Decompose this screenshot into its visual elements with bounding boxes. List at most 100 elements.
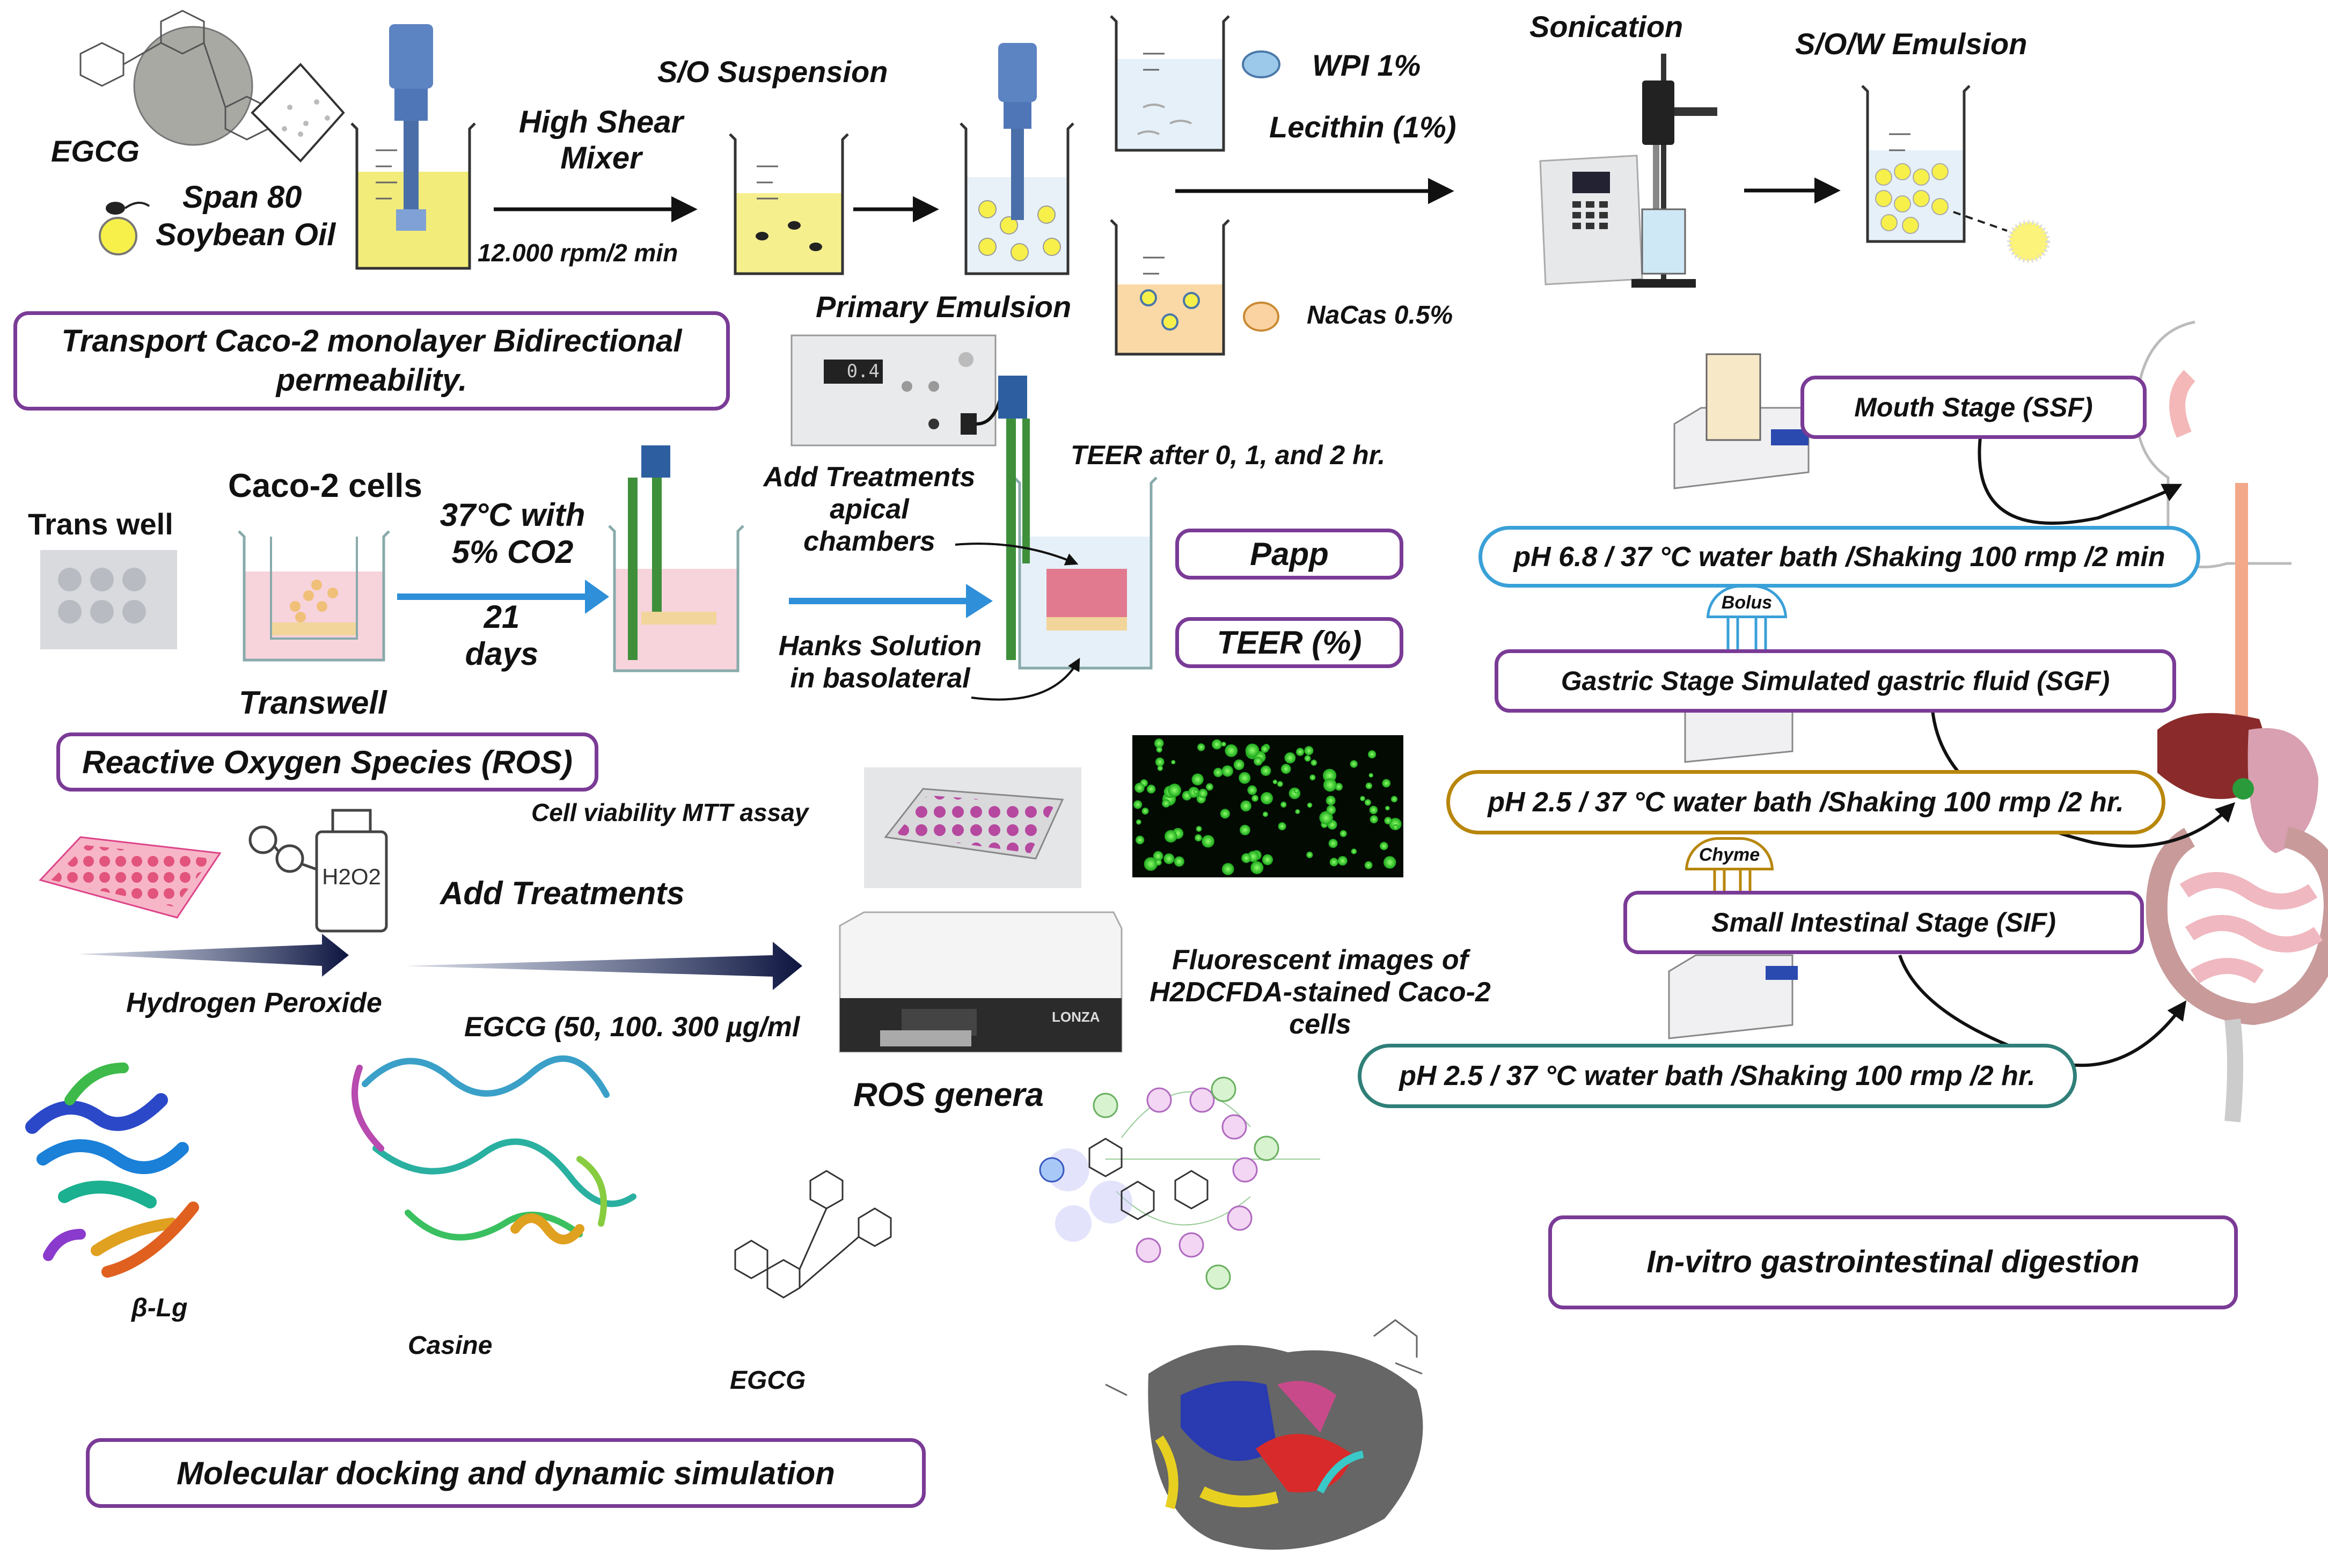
fluorescent-cell [1156,746,1162,753]
fluorescent-cell [1390,796,1398,803]
fluorescent-images-label: Fluorescent images of H2DCFDA-stained Ca… [1150,944,1491,1040]
fluorescent-cell [1153,851,1163,861]
fluorescent-cell [1221,742,1226,747]
fluorescent-cell [1254,757,1263,766]
fluorescent-cell [1251,795,1259,802]
arrow-add-treatments [405,942,802,990]
fluorescent-cell [1339,830,1347,837]
beaker-so-suspension [729,133,849,275]
fluorescent-cell [1213,767,1223,778]
papp-label: Papp [1250,536,1329,572]
wpi-label: WPI 1% [1312,48,1421,82]
arrow-apical [955,543,1079,566]
hydrogen-peroxide-label: Hydrogen Peroxide [126,987,382,1019]
fluorescent-cell [1262,811,1268,817]
fluorescent-cell [1326,795,1336,805]
egcg-structure-label: EGCG [730,1366,806,1395]
interaction-diagram [1039,1076,1320,1290]
fluorescent-cell [1294,788,1299,794]
fluorescent-cell [1350,760,1358,768]
fluorescent-cell [1141,808,1149,815]
teer-times-label: TEER after 0, 1, and 2 hr. [1071,440,1386,470]
powder-sachet [251,63,345,163]
transwell-plate-photo [40,550,177,649]
casine-label: Casine [408,1331,493,1360]
chyme-label: Chyme [1699,845,1760,865]
ros-genera-label: ROS genera [853,1076,1044,1113]
fluorescent-cell [1368,750,1377,759]
fluorescent-cell [1306,851,1313,859]
arrow-gastric [1930,702,2236,848]
digestion-title: In-vitro gastrointestinal digestion [1646,1244,2140,1280]
fluorescent-cell [1240,800,1251,812]
hanks-solution-label: Hanks Solution in basolateral [778,631,982,694]
water-bath-intestinal [1668,954,1798,1039]
h2o2-label: H2O2 [322,864,381,889]
fluorescent-cell [1171,760,1176,765]
h2o2-bottle [248,809,388,933]
fluorescent-cell [1385,805,1390,811]
chyme-chip: Chyme [1685,837,1774,870]
mouth-conditions: pH 6.8 / 37 °C water bath /Shaking 100 r… [1513,541,2165,573]
bolus-connector [1726,613,1767,654]
beta-lg-ribbon [25,1063,199,1278]
water-bath-mouth [1673,353,1810,489]
transport-title: Transport Caco-2 monolayer Bidirectional… [61,324,682,398]
sonication-label: Sonication [1529,10,1683,43]
transwell-teer-2 [998,376,1158,670]
fluorescent-cell [1307,802,1313,808]
fluorescent-cell [1304,746,1314,756]
fluorescent-cell [1319,811,1333,825]
fluorescent-cell [1278,822,1286,831]
casine-ribbon [352,1055,636,1244]
teer-display-value: 0.4 [846,361,880,382]
papp-box: Papp [1175,529,1403,580]
fluorescent-cell [1296,748,1305,756]
digestion-title-box: In-vitro gastrointestinal digestion [1548,1215,2238,1309]
fluorescent-cell [1262,854,1273,866]
fluorescent-cell [1393,824,1399,830]
egcg-structure [734,1170,892,1299]
ros-title-box: Reactive Oxygen Species (ROS) [56,732,598,792]
fluorescent-cell [1261,745,1269,753]
fluorescent-cell [1304,755,1311,762]
fluorescent-cell [1144,857,1158,871]
teer-box: TEER (%) [1175,617,1403,668]
fluorescent-cell [1245,743,1260,758]
mouth-conditions-pill: pH 6.8 / 37 °C water bath /Shaking 100 r… [1478,526,2200,588]
wpi-symbol [1242,50,1280,78]
bolus-label: Bolus [1721,592,1773,613]
beaker-wpi [1110,15,1230,152]
sow-emulsion-label: S/O/W Emulsion [1795,27,2027,61]
egcg-label: EGCG [51,134,140,168]
arrow-hydrogen-peroxide [78,934,349,977]
fluorescent-cell [1280,764,1291,774]
arrow-to-teer-head [966,584,993,618]
primary-emulsion-label: Primary Emulsion [816,290,1072,324]
fluorescent-cell [1165,830,1177,843]
fluorescent-cell [1221,765,1233,777]
transport-title-box: Transport Caco-2 monolayer Bidirectional… [13,311,730,411]
ros-title: Reactive Oxygen Species (ROS) [82,744,573,780]
fluorescent-cell [1272,779,1278,785]
digestive-system-figure [2134,320,2328,1123]
fluorescent-cell [1157,765,1163,771]
mtt-label: Cell viability MTT assay [531,798,809,826]
intestinal-stage-label: Small Intestinal Stage (SIF) [1711,907,2056,937]
transwell-label: Transwell [239,685,387,721]
fluorescent-cell [1382,779,1391,788]
fluorescent-cell [1202,835,1214,848]
fluorescent-cell [1389,818,1402,831]
fluorescent-cell [1197,743,1205,751]
fluorescent-cell [1284,752,1296,764]
sonicator-device [1539,54,1717,288]
mouth-stage-box: Mouth Stage (SSF) [1800,376,2147,439]
span80-label: Span 80 [182,180,302,215]
fluorescent-cell [1191,773,1204,786]
fluorescent-cell [1365,782,1372,789]
fluorescent-cell [1368,773,1373,778]
fluorescent-cell [1155,757,1165,767]
fluorescent-cell [1134,782,1145,793]
fluorescent-cell [1212,739,1222,750]
